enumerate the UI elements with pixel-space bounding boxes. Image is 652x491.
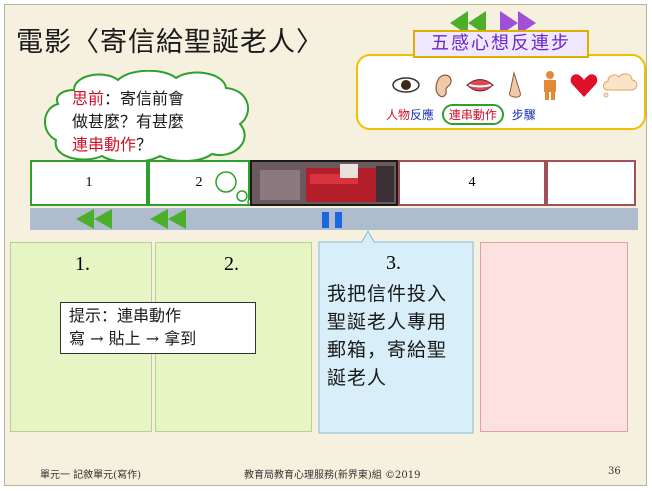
panel-3-num: 3. bbox=[386, 252, 401, 274]
label-person: 人物 bbox=[386, 108, 411, 122]
film-cell-4-num: 4 bbox=[468, 175, 476, 190]
hint-step-c: 拿到 bbox=[164, 329, 197, 348]
panel-3-callout bbox=[318, 230, 474, 434]
film-still-mailbox[interactable] bbox=[250, 160, 398, 206]
rewind-icon[interactable] bbox=[448, 10, 488, 36]
label-action: 連串動作 bbox=[441, 104, 504, 125]
pause-icon[interactable] bbox=[320, 212, 346, 228]
nose-icon bbox=[509, 71, 521, 98]
page-title: 電影〈寄信給聖誕老人〉 bbox=[16, 27, 324, 58]
cloud-prefix: 思前 bbox=[72, 89, 105, 108]
back-arrow-icon[interactable] bbox=[76, 209, 114, 229]
ear-icon bbox=[435, 74, 452, 98]
film-cell-2-num: 2 bbox=[195, 175, 203, 190]
senses-labels: 人物反應 連串動作 步驟 bbox=[386, 104, 540, 125]
panel-4 bbox=[480, 242, 628, 432]
footer-org: 教育局教育心理服務(新界東)組 ©2019 bbox=[244, 470, 421, 481]
fast-forward-icon[interactable] bbox=[498, 10, 538, 36]
film-cell-5[interactable] bbox=[546, 160, 636, 206]
hint-step-b: 貼上 bbox=[108, 329, 141, 348]
film-cell-1-num: 1 bbox=[85, 175, 93, 190]
cloud-text: 思前：寄信前會 做甚麼？有甚麼 連串動作？ bbox=[72, 87, 252, 156]
body-icon bbox=[544, 71, 556, 100]
cloud-line1: ：寄信前會 bbox=[104, 89, 185, 108]
eye-icon bbox=[392, 77, 420, 93]
cloud-line3-red: 連串動作 bbox=[72, 135, 137, 154]
arrow-right-icon: → bbox=[90, 329, 104, 348]
hint-step-a: 寫 bbox=[69, 329, 86, 348]
heart-icon bbox=[570, 74, 598, 97]
panel-3-text: 我把信件投入聖誕老人專用郵箱，寄給聖誕老人 bbox=[327, 283, 448, 389]
footer-unit: 單元一 記敘單元(寫作) bbox=[40, 470, 141, 481]
cloud-line3: ？ bbox=[136, 135, 153, 154]
arrow-right-icon-2: → bbox=[145, 329, 160, 348]
hint-line1: 提示：連串動作 bbox=[69, 306, 182, 325]
page-number: 36 bbox=[608, 466, 621, 477]
hint-box: 提示：連串動作 寫 → 貼上 → 拿到 bbox=[60, 302, 256, 354]
mouth-icon bbox=[466, 79, 494, 92]
back-arrow-icon-2[interactable] bbox=[150, 209, 188, 229]
panel-2-num: 2. bbox=[224, 253, 239, 275]
film-cell-4[interactable]: 4 bbox=[398, 160, 546, 206]
label-reaction: 反應 bbox=[410, 108, 435, 122]
panel-1-num: 1. bbox=[75, 253, 90, 275]
thought-cloud-icon bbox=[603, 73, 638, 98]
hint-line2: 寫 → 貼上 → 拿到 bbox=[69, 327, 247, 350]
cloud-line2: 做甚麼？有甚麼 bbox=[72, 112, 185, 131]
film-cell-1[interactable]: 1 bbox=[30, 160, 148, 206]
thought-bubble bbox=[44, 70, 249, 162]
label-steps: 步驟 bbox=[511, 108, 536, 122]
senses-title: 五感心想反連步 bbox=[413, 30, 589, 58]
